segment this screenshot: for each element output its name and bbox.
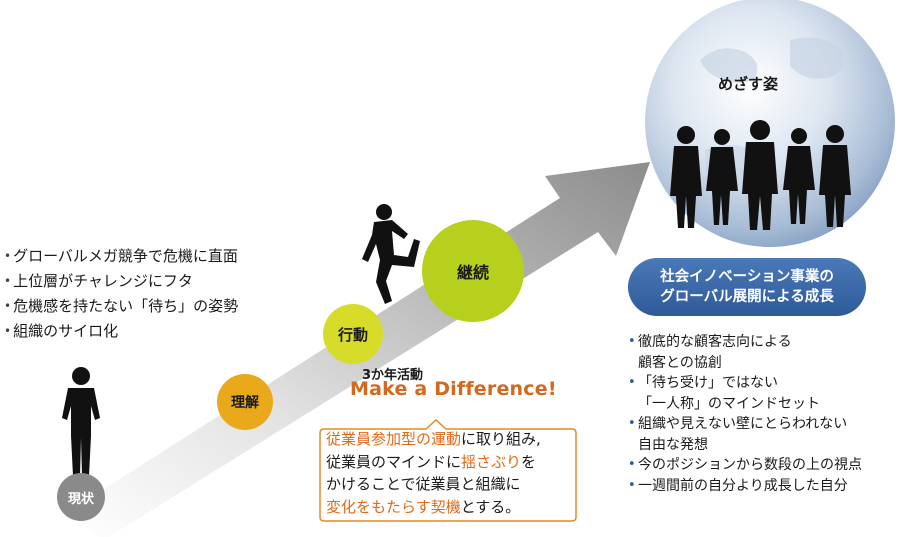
list-item: 「待ち受け」ではない 「一人称」のマインドセット — [628, 373, 862, 414]
list-item: 危機感を持たない「待ち」の姿勢 — [4, 294, 238, 319]
callout-text: 従業員参加型の運動に取り組み, 従業員のマインドに揺さぶりを かけることで従業員… — [326, 428, 576, 518]
callout-text-segment: とする。 — [460, 497, 521, 516]
goal-badge-line: 社会イノベーション事業の — [660, 269, 834, 285]
goal-title: めざす姿 — [718, 75, 779, 93]
goal-point-line: 「一人称」のマインドセット — [638, 395, 820, 412]
callout-line-3: かけることで従業員と組織に — [326, 475, 521, 493]
step-continue-circle: 継続 — [422, 220, 524, 322]
current-issues-list: グローバルメガ競争で危機に直面 上位層がチャレンジにフタ 危機感を持たない「待ち… — [4, 244, 238, 344]
callout-line-4: 変化をもたらす契機とする。 — [326, 496, 576, 519]
activity-period: 3か年活動 — [362, 368, 424, 383]
callout-line-1: 従業員参加型の運動に取り組み, — [326, 428, 576, 451]
callout-line-2: 従業員のマインドに揺さぶりを — [326, 451, 576, 474]
callout-text-segment: 従業員のマインドに — [326, 452, 462, 471]
list-item: 上位層がチャレンジにフタ — [4, 269, 238, 294]
list-item: 徹底的な顧客志向による 顧客との協創 — [628, 332, 862, 373]
list-item: 一週間前の自分より成長した自分 — [628, 476, 862, 497]
climbing-person-icon — [362, 204, 420, 304]
list-item: 今のポジションから数段の上の視点 — [628, 455, 862, 476]
callout-highlight: 従業員参加型の運動 — [326, 430, 462, 448]
activity-slogan: Make a Difference! — [350, 378, 557, 400]
goal-badge: 社会イノベーション事業の グローバル展開による成長 — [628, 258, 866, 316]
goal-point-line: 顧客との協創 — [638, 354, 722, 371]
goal-point-line: 組織や見えない壁にとらわれない — [638, 416, 848, 432]
goal-point-line: 今のポジションから数段の上の視点 — [638, 457, 862, 473]
list-item: 組織や見えない壁にとらわれない 自由な発想 — [628, 414, 862, 455]
callout-box — [319, 419, 577, 522]
step-action-circle: 行動 — [323, 304, 383, 364]
goal-point-line: 自由な発想 — [638, 436, 708, 453]
step-understand-circle: 理解 — [217, 374, 273, 430]
callout-text-segment: を — [521, 452, 537, 471]
list-item: グローバルメガ競争で危機に直面 — [4, 244, 238, 269]
goal-point-line: 「待ち受け」ではない — [638, 375, 778, 391]
goal-badge-line: グローバル展開による成長 — [660, 289, 834, 305]
callout-highlight: 揺さぶり — [461, 452, 522, 471]
list-item: 組織のサイロ化 — [4, 319, 238, 344]
standing-person-icon — [62, 367, 100, 476]
goal-point-line: 徹底的な顧客志向による — [638, 334, 792, 350]
goal-points-list: 徹底的な顧客志向による 顧客との協創 「待ち受け」ではない 「一人称」のマインド… — [628, 332, 862, 496]
callout-highlight: 変化をもたらす契機 — [326, 497, 461, 516]
callout-text-segment: に取り組み, — [461, 430, 541, 448]
current-state-circle: 現状 — [57, 473, 105, 521]
business-team-icon — [670, 120, 851, 230]
goal-point-line: 一週間前の自分より成長した自分 — [638, 477, 848, 494]
